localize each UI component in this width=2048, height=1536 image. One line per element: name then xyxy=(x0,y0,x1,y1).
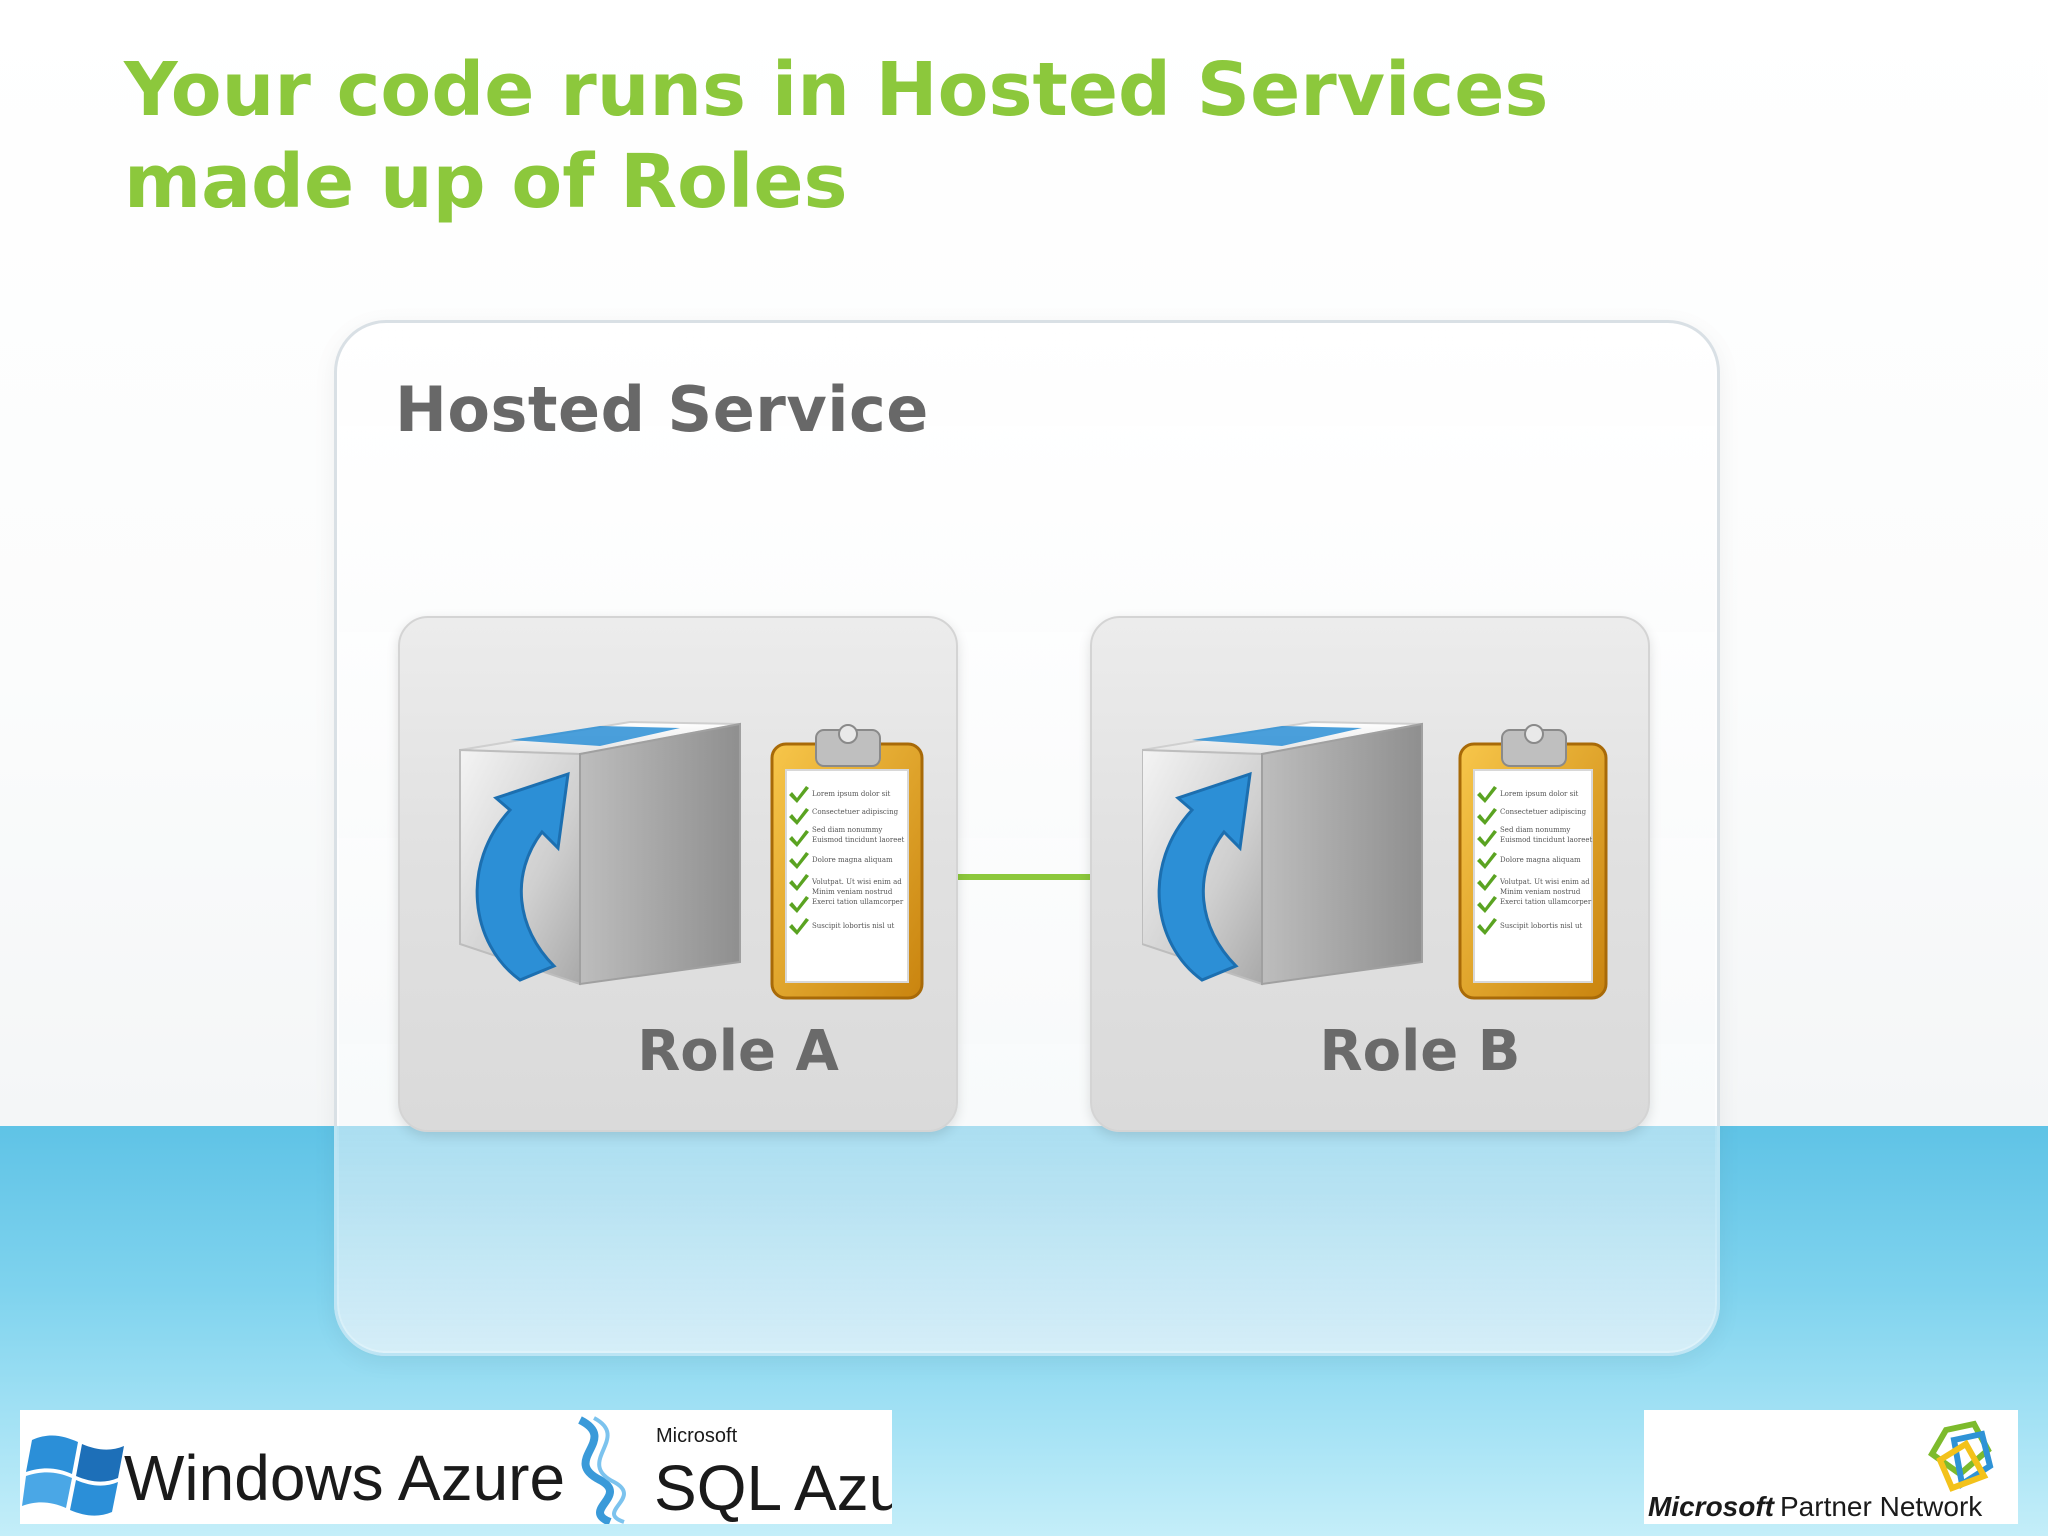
checklist-line-4: Euismod tincidunt laoreet xyxy=(812,836,905,844)
checklist-line-9: Suscipit lobortis nisl ut xyxy=(812,922,894,930)
role-a-box: Lorem ipsum dolor sit Consectetuer adipi… xyxy=(398,616,958,1132)
checklist-line-6: Volutpat. Ut wisi enim ad xyxy=(1499,878,1590,886)
checklist-line-5: Dolore magna aliquam xyxy=(1500,856,1581,864)
role-b-box: Lorem ipsum dolor sit Consectetuer adipi… xyxy=(1090,616,1650,1132)
clipboard-checklist-icon: Lorem ipsum dolor sit Consectetuer adipi… xyxy=(770,724,924,1000)
clipboard-checklist-icon: Lorem ipsum dolor sit Consectetuer adipi… xyxy=(1458,724,1608,1000)
microsoft-small-text: Microsoft xyxy=(656,1425,738,1447)
checklist-line-5: Dolore magna aliquam xyxy=(812,856,893,864)
hosted-service-label: Hosted Service xyxy=(395,373,929,446)
microsoft-partner-network-logo: Microsoft Partner Network xyxy=(1644,1410,2018,1524)
role-b-icons: Lorem ipsum dolor sit Consectetuer adipi… xyxy=(1142,720,1608,1000)
checklist-line-8: Exerci tation ullamcorper xyxy=(812,898,904,906)
partner-network-text: Partner Network xyxy=(1780,1491,1983,1522)
refresh-arrow-icon xyxy=(1157,771,1252,982)
checklist-line-2: Consectetuer adipiscing xyxy=(1500,808,1587,816)
azure-logo-graphic: Windows Azure Microsoft SQL Azure xyxy=(22,1416,961,1526)
checklist-line-7: Minim veniam nostrud xyxy=(812,888,893,896)
slide-title-line-1: Your code runs in Hosted Services xyxy=(124,47,1549,133)
checklist-line-9: Suscipit lobortis nisl ut xyxy=(1500,922,1582,930)
partner-network-star-icon xyxy=(1928,1420,1994,1492)
windows-azure-text: Windows Azure xyxy=(124,1442,565,1514)
checklist-line-6: Volutpat. Ut wisi enim ad xyxy=(811,878,902,886)
checklist-line-2: Consectetuer adipiscing xyxy=(812,808,899,816)
refresh-arrow-icon xyxy=(475,771,570,982)
checklist-line-3: Sed diam nonummy xyxy=(1500,826,1570,834)
sql-azure-text: SQL Azure xyxy=(654,1452,892,1524)
role-b-label: Role B xyxy=(1319,1019,1521,1084)
checklist-line-1: Lorem ipsum dolor sit xyxy=(1500,790,1578,798)
microsoft-wordmark: Microsoft xyxy=(1648,1491,1776,1522)
checklist-line-4: Euismod tincidunt laoreet xyxy=(1500,836,1593,844)
slide-title: Your code runs in Hosted Services made u… xyxy=(124,44,1624,228)
role-connector-line xyxy=(958,874,1090,880)
checklist-line-7: Minim veniam nostrud xyxy=(1500,888,1581,896)
checklist-line-1: Lorem ipsum dolor sit xyxy=(812,790,890,798)
checklist-line-8: Exerci tation ullamcorper xyxy=(1500,898,1592,906)
checklist-line-3: Sed diam nonummy xyxy=(812,826,882,834)
slide-title-line-2: made up of Roles xyxy=(124,139,848,225)
role-a-label: Role A xyxy=(637,1019,839,1084)
role-a-icons: Lorem ipsum dolor sit Consectetuer adipi… xyxy=(459,720,924,1000)
windows-sql-azure-logo: Windows Azure Microsoft SQL Azure xyxy=(20,1410,961,1526)
partner-network-graphic: Microsoft Partner Network xyxy=(1648,1420,1994,1522)
windows-flag-icon xyxy=(22,1435,124,1516)
hosted-service-water-reflection xyxy=(334,1126,1720,1356)
sql-azure-swirl-icon xyxy=(578,1416,626,1526)
